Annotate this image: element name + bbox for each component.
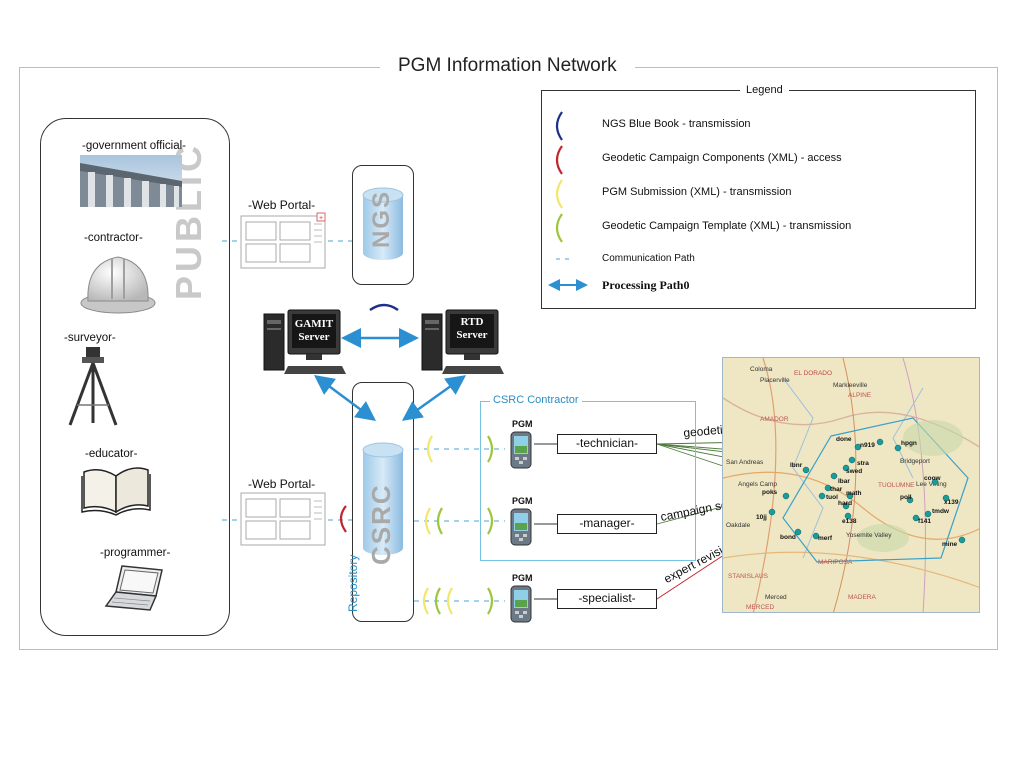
station-10jj: 10jj [756, 514, 767, 521]
map-place-stanislaus: STANISLAUS [728, 573, 768, 580]
diagram-title: PGM Information Network [380, 55, 635, 77]
hard-hat-icon [80, 256, 156, 314]
web-portal-label-bottom: -Web Portal- [248, 477, 316, 491]
station-stra: stra [857, 460, 869, 467]
station-math: math [846, 490, 862, 497]
station-bond: bond [780, 534, 796, 541]
government-building-icon [80, 155, 182, 207]
web-portal-bottom-icon[interactable] [240, 489, 328, 547]
processing-path-gamit-csrc [313, 375, 377, 421]
pgm-label-specialist: PGM [512, 573, 533, 583]
legend-components-symbol [555, 145, 563, 175]
csrc-database-icon [362, 442, 404, 555]
legend-blue-book-symbol [555, 111, 563, 141]
blue-book-arc [369, 303, 399, 312]
legend-item-template: Geodetic Campaign Template (XML) - trans… [602, 220, 852, 232]
legend-item-components: Geodetic Campaign Components (XML) - acc… [602, 152, 842, 164]
legend-item-communication: Communication Path [602, 253, 695, 264]
svg-text:+: + [319, 215, 323, 222]
pgm-device-specialist-icon[interactable] [508, 584, 534, 624]
legend-item-processing: Processing Path0 [602, 278, 690, 292]
public-panel [40, 118, 230, 636]
csrc-contractor-label: CSRC Contractor [490, 394, 582, 406]
pgm-label-manager: PGM [512, 496, 533, 506]
station-lbnr: lbnr [790, 462, 803, 469]
csrc-contractor-box [480, 401, 696, 561]
map-place-yosemite-valley: Yosemite Valley [846, 532, 892, 539]
gamit-server-icon[interactable] [262, 308, 346, 376]
role-programmer: -programmer- [100, 547, 171, 559]
components-arc [339, 505, 347, 533]
map-place-markleeville: Markleeville [833, 382, 868, 389]
map-place-lee-vining: Lee Vining [916, 481, 947, 488]
legend-symbols [548, 111, 588, 291]
rtd-server-icon[interactable] [420, 308, 504, 376]
processing-path-rtd-csrc [401, 375, 467, 421]
map-place-tuolumne: TUOLUMNE [878, 482, 915, 489]
station-n919: n919 [860, 442, 875, 449]
pgm-device-manager-icon[interactable] [508, 507, 534, 547]
station-lbar: lbar [838, 478, 850, 485]
legend-title: Legend [740, 84, 789, 96]
station-coow: coow [924, 475, 941, 482]
station-poll: poll [900, 494, 912, 501]
map-place-merced-county: MERCED [746, 604, 775, 611]
role-educator: -educator- [85, 448, 138, 460]
open-book-icon [81, 467, 151, 516]
station-poks: poks [762, 489, 778, 496]
map-place-mariposa: MARIPOSA [818, 559, 853, 566]
map-place-madera: MADERA [848, 594, 876, 601]
station-hpgn: hpgn [901, 440, 917, 447]
station-tmdw: tmdw [932, 508, 949, 515]
tripod-icon [68, 347, 118, 426]
role-contractor: -contractor- [84, 232, 143, 244]
role-specialist[interactable]: -specialist- [557, 589, 657, 609]
legend-template-symbol [555, 213, 563, 243]
role-surveyor: -surveyor- [64, 332, 116, 344]
station-tuol: tuol [826, 494, 838, 501]
station-swed: swed [846, 468, 863, 475]
station-e138: e138 [842, 518, 857, 525]
laptop-icon [104, 565, 163, 611]
station-done: done [836, 436, 852, 443]
station-thar: thar [830, 486, 843, 493]
role-technician[interactable]: -technician- [557, 434, 657, 454]
map-place-alpine: ALPINE [848, 392, 872, 399]
station-f141: f141 [918, 518, 932, 525]
map-place-coloma: Coloma [750, 366, 773, 373]
pgm-label-technician: PGM [512, 419, 533, 429]
station-mine: mine [942, 541, 958, 548]
map-place-placerville: Placerville [760, 377, 790, 384]
map-place-angels-camp: Angels Camp [738, 481, 778, 488]
map-place-el-dorado: EL DORADO [794, 370, 833, 377]
ngs-database-icon [362, 187, 404, 260]
role-manager[interactable]: -manager- [557, 514, 657, 534]
map-place-oakdale: Oakdale [726, 522, 751, 529]
map-place-san-andreas: San Andreas [726, 459, 764, 466]
station-merf: merf [818, 535, 833, 542]
role-government-official: -government official- [82, 140, 186, 152]
web-portal-label-top: -Web Portal- [248, 198, 316, 212]
legend-box [541, 90, 976, 309]
map-background [723, 358, 979, 612]
station-hard: hard [838, 500, 853, 507]
station-map[interactable] [722, 357, 980, 613]
map-place-amador: AMADOR [760, 416, 789, 423]
legend-item-submission: PGM Submission (XML) - transmission [602, 186, 792, 198]
web-portal-top-icon[interactable]: + [240, 212, 328, 270]
legend-submission-symbol [555, 179, 563, 209]
pgm-device-technician-icon[interactable] [508, 430, 534, 470]
legend-item-blue-book: NGS Blue Book - transmission [602, 118, 751, 130]
map-place-merced: Merced [765, 594, 787, 601]
station-x139: x139 [944, 499, 959, 506]
map-place-bridgeport: Bridgeport [900, 458, 930, 465]
